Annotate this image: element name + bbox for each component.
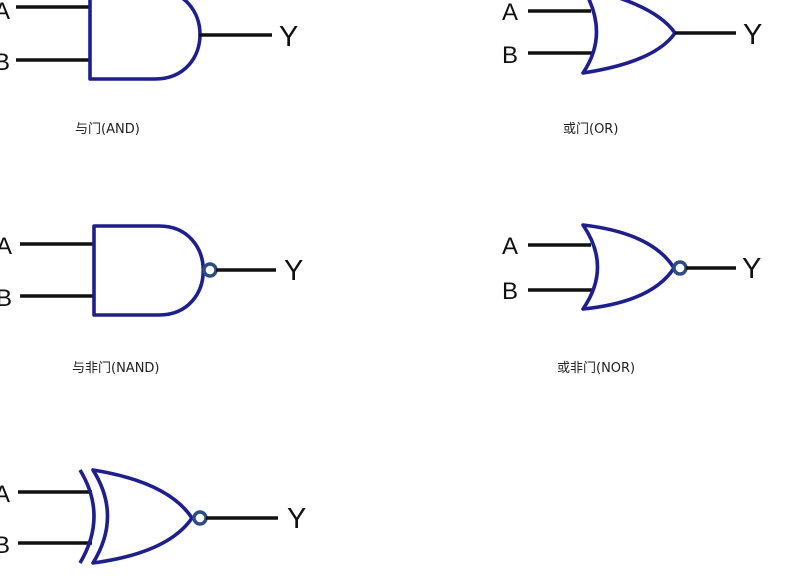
nor-input-a-label: A [502, 233, 518, 260]
or-gate-body [581, 0, 677, 75]
and-gate-body [88, 0, 202, 81]
and-input-b-label: B [0, 49, 10, 76]
or-input-b-label: B [502, 42, 518, 69]
and-output-label: Y [279, 21, 298, 53]
xnor-inverter-bubble [192, 510, 208, 526]
or-gate-caption: 或门(OR) [563, 122, 618, 137]
or-gate: A B Y 或门(OR) [502, 0, 762, 137]
xnor-gate-body [91, 468, 194, 565]
and-gate: A B Y 与门(AND) [0, 0, 298, 137]
nand-gate: A B Y 与非门(NAND) [0, 224, 303, 376]
nor-gate-caption: 或非门(NOR) [557, 361, 635, 376]
nand-output-label: Y [284, 255, 303, 287]
xnor-input-b-label: B [0, 532, 10, 559]
nor-gate: A B Y 或非门(NOR) [502, 223, 761, 376]
nand-input-b-label: B [0, 285, 12, 312]
nand-gate-caption: 与非门(NAND) [72, 361, 160, 376]
nand-inverter-bubble [202, 262, 218, 278]
nand-input-a-label: A [0, 233, 12, 260]
nor-output-label: Y [742, 253, 761, 285]
or-output-label: Y [743, 19, 762, 51]
xnor-gate: A B Y [0, 468, 306, 565]
nor-input-b-label: B [502, 278, 518, 305]
nand-gate-body [92, 224, 205, 317]
xnor-input-a-label: A [0, 481, 10, 508]
nor-gate-body [581, 223, 676, 311]
xnor-extra-input-arc [78, 469, 96, 564]
and-gate-caption: 与门(AND) [75, 122, 140, 137]
xnor-output-label: Y [287, 503, 306, 535]
or-input-a-label: A [502, 0, 518, 26]
and-input-a-label: A [0, 0, 10, 25]
